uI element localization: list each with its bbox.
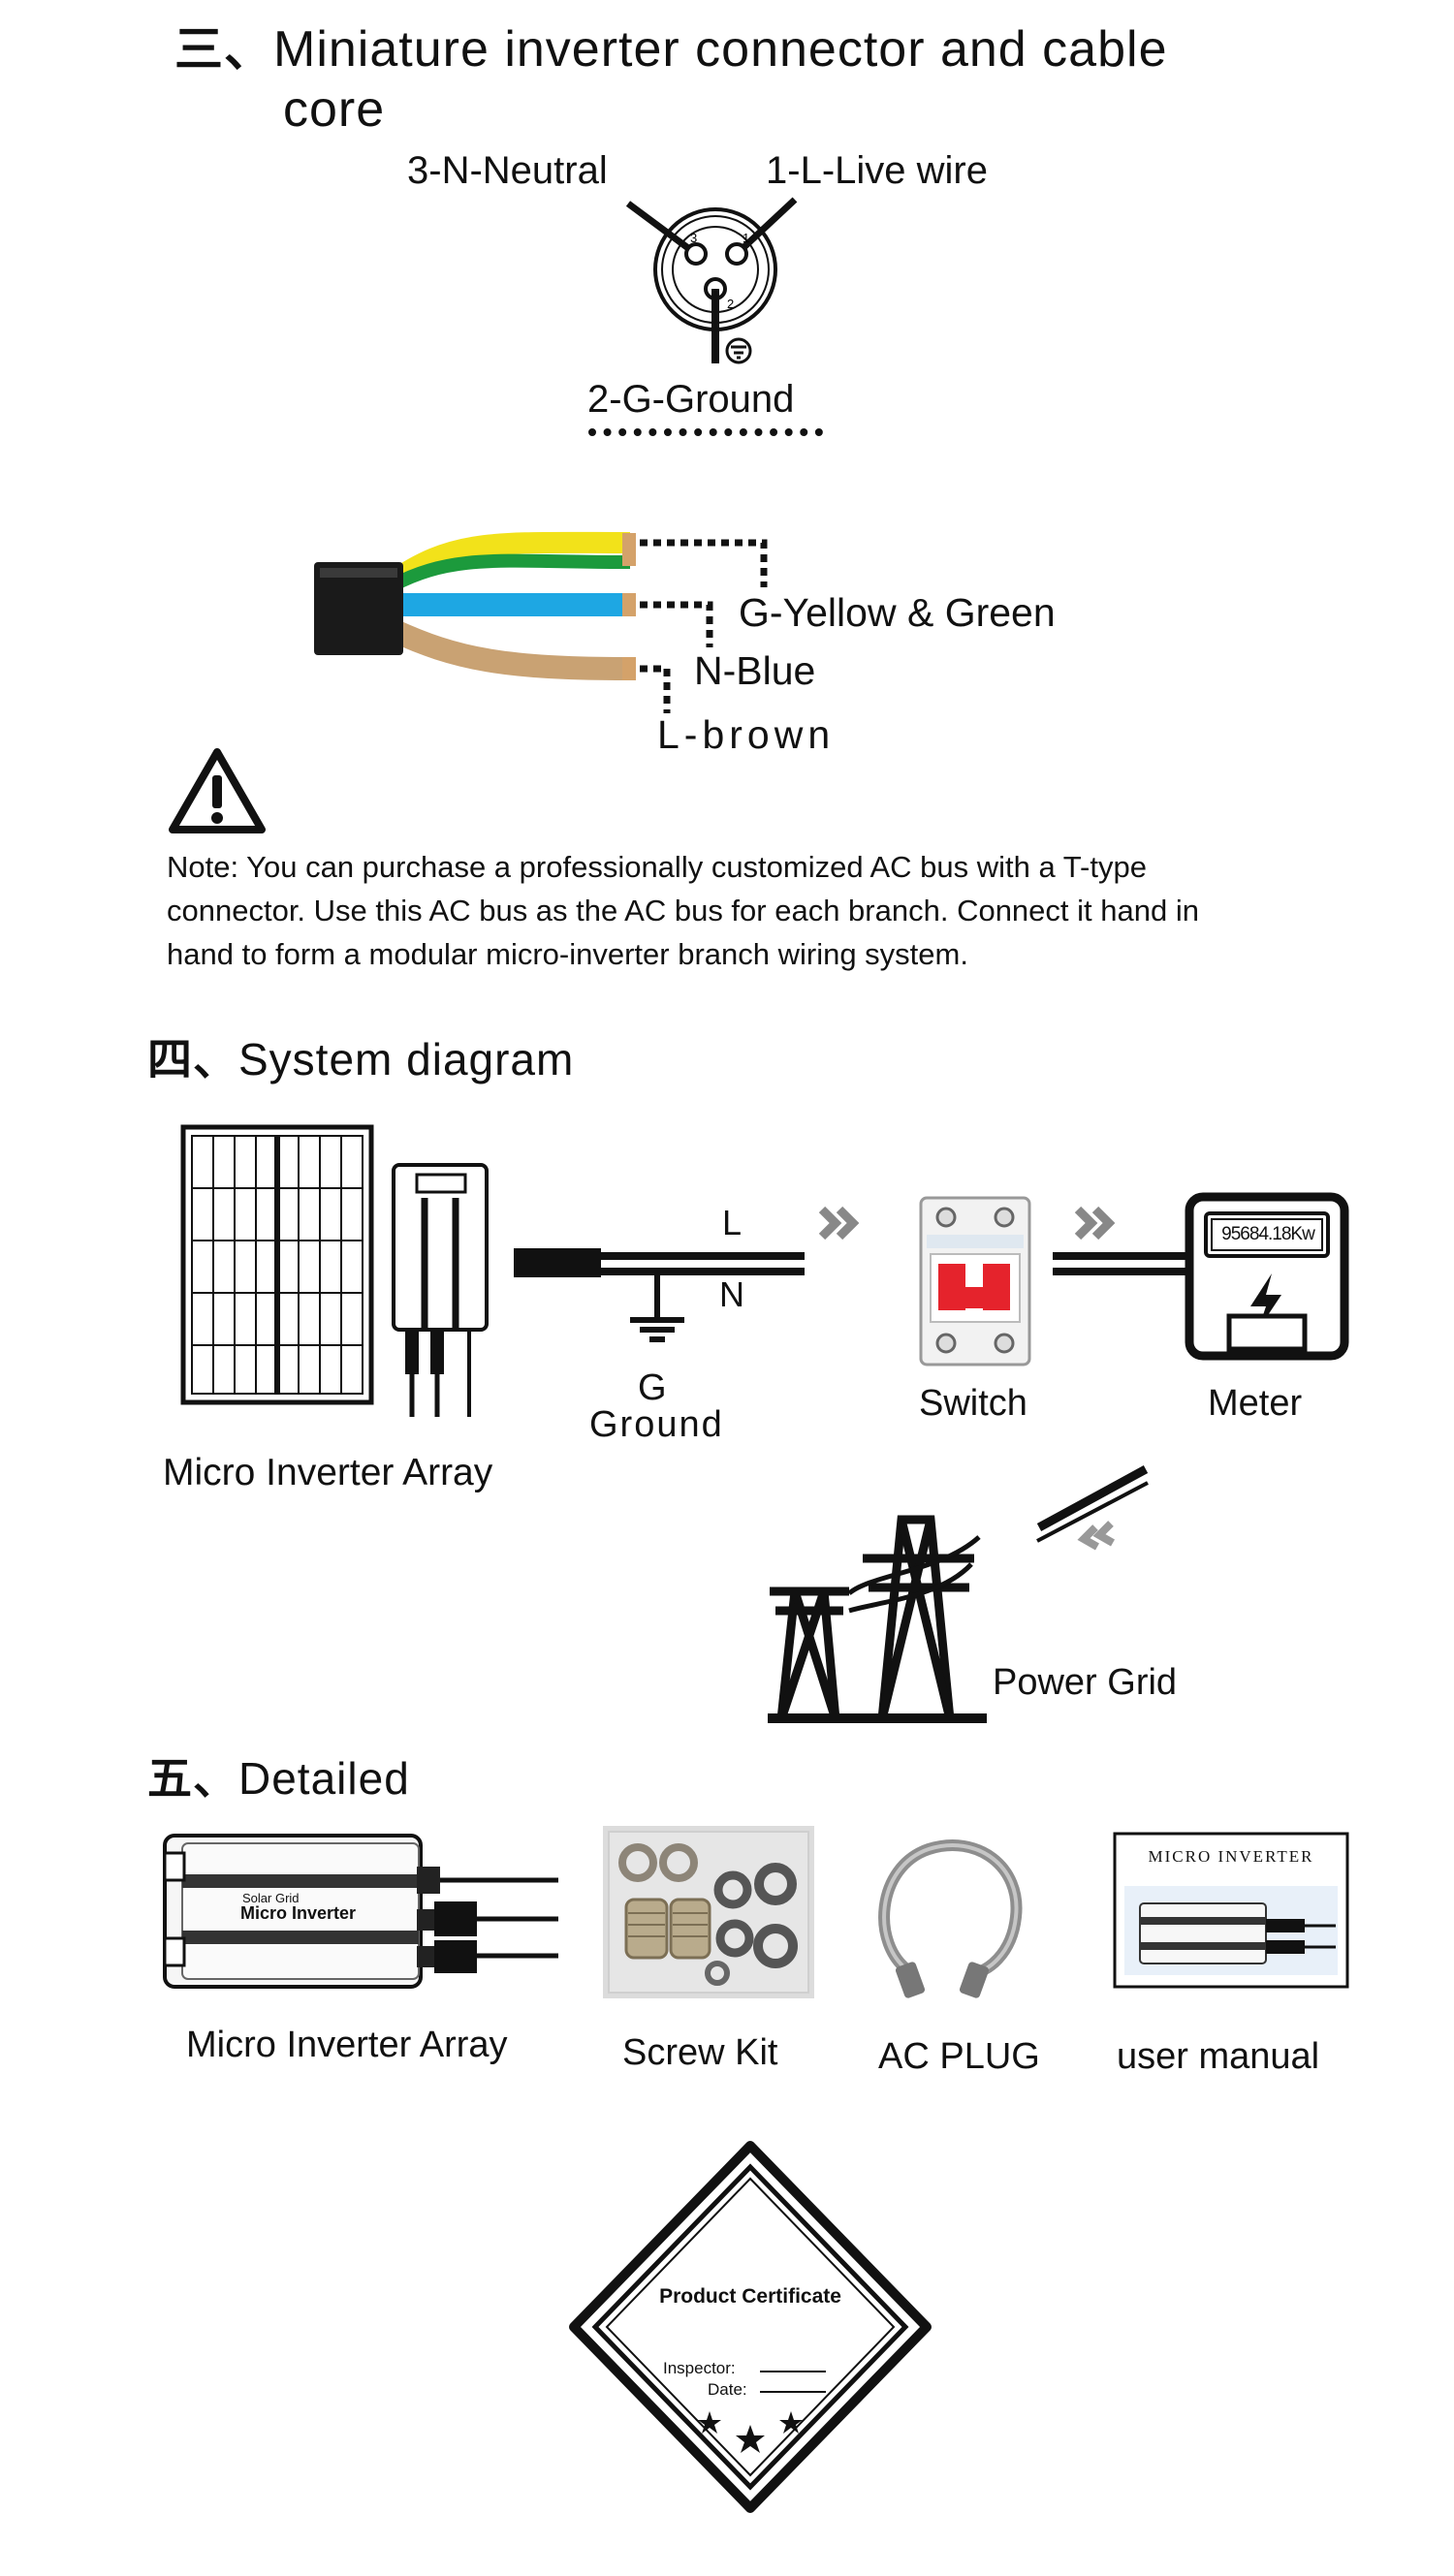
- ground-dotted-underline: [588, 428, 823, 436]
- pin-live-label: 1-L-Live wire: [766, 149, 988, 192]
- warning-icon: [169, 748, 266, 833]
- arrow-right-icon-2: [1074, 1206, 1116, 1241]
- ground-label: Ground: [589, 1404, 724, 1445]
- section3-note: Note: You can purchase a professionally …: [167, 850, 1199, 971]
- array-label: Micro Inverter Array: [163, 1452, 493, 1493]
- device-text-micro-inverter: Micro Inverter: [240, 1903, 357, 1923]
- section3-title-line1: Miniature inverter connector and cable: [273, 21, 1168, 78]
- power-grid-label: Power Grid: [993, 1662, 1178, 1703]
- switch-label: Switch: [919, 1383, 1027, 1424]
- section3-title-line2: core: [283, 81, 386, 138]
- pin-ground-label: 2-G-Ground: [587, 378, 795, 421]
- pin-number-3: 3: [690, 231, 697, 245]
- grid-connection-line: [1036, 1465, 1149, 1551]
- line-N-label: N: [719, 1274, 744, 1314]
- screw-kit-image: [603, 1826, 814, 1998]
- micro-inverter-product-image: [163, 1834, 558, 1989]
- device-text-solar-grid: Solar Grid: [242, 1891, 300, 1905]
- arrow-left-icon: [1077, 1521, 1115, 1551]
- power-tower-icon: [768, 1515, 987, 1723]
- micro-inverter-icon: [392, 1163, 489, 1417]
- detail-label-user-manual: user manual: [1117, 2036, 1320, 2077]
- connector-diagram: 3 1 2: [625, 197, 798, 364]
- pin-neutral-label: 3-N-Neutral: [407, 149, 608, 192]
- cable-core-diagram: [314, 531, 768, 713]
- meter-icon: [1185, 1192, 1349, 1361]
- section5-number: 五、: [147, 1753, 238, 1804]
- section3-number: 三、: [174, 22, 273, 77]
- detail-label-array: Micro Inverter Array: [186, 2025, 508, 2065]
- section5-heading: 五、Detailed: [147, 1748, 410, 1808]
- user-manual-image: [1113, 1832, 1349, 1989]
- detail-label-screw-kit: Screw Kit: [622, 2032, 778, 2073]
- section3-heading: 三、Miniature inverter connector and cable…: [174, 19, 1338, 140]
- section4-number: 四、: [147, 1034, 238, 1084]
- certificate-date: Date:: [708, 2380, 747, 2399]
- ground-G-label: G: [638, 1367, 667, 1408]
- pin-number-2: 2: [727, 297, 734, 311]
- section4-title: System diagram: [238, 1034, 575, 1084]
- system-wiring-diagram: [514, 1206, 1188, 1342]
- pin-number-1: 1: [743, 231, 749, 245]
- detail-label-ac-plug: AC PLUG: [878, 2036, 1040, 2077]
- section4-heading: 四、System diagram: [147, 1029, 574, 1089]
- wire-ground-label: G-Yellow & Green: [739, 590, 1056, 635]
- ground-symbol-icon: [725, 337, 752, 364]
- wire-live-label: L-brown: [657, 712, 836, 757]
- pin-3-hole: [684, 242, 708, 266]
- pin-1-hole: [725, 242, 748, 266]
- line-L-label: L: [722, 1203, 743, 1242]
- star-icons: [698, 2411, 803, 2453]
- wire-neutral-label: N-Blue: [694, 648, 816, 693]
- manual-cover-title: MICRO INVERTER: [1148, 1847, 1314, 1866]
- ac-plug-image: [878, 1839, 1023, 1998]
- lightning-icon: [1250, 1273, 1281, 1330]
- certificate-title: Product Certificate: [659, 2285, 841, 2308]
- switch-icon: [919, 1196, 1031, 1367]
- meter-reading: 95684.18Kw: [1221, 1224, 1315, 1244]
- arrow-right-icon-1: [818, 1206, 860, 1241]
- product-certificate-badge: [569, 2141, 932, 2513]
- solar-panel-icon: [180, 1124, 374, 1405]
- meter-label: Meter: [1208, 1383, 1303, 1424]
- certificate-inspector: Inspector:: [663, 2359, 736, 2377]
- section5-title: Detailed: [238, 1753, 410, 1804]
